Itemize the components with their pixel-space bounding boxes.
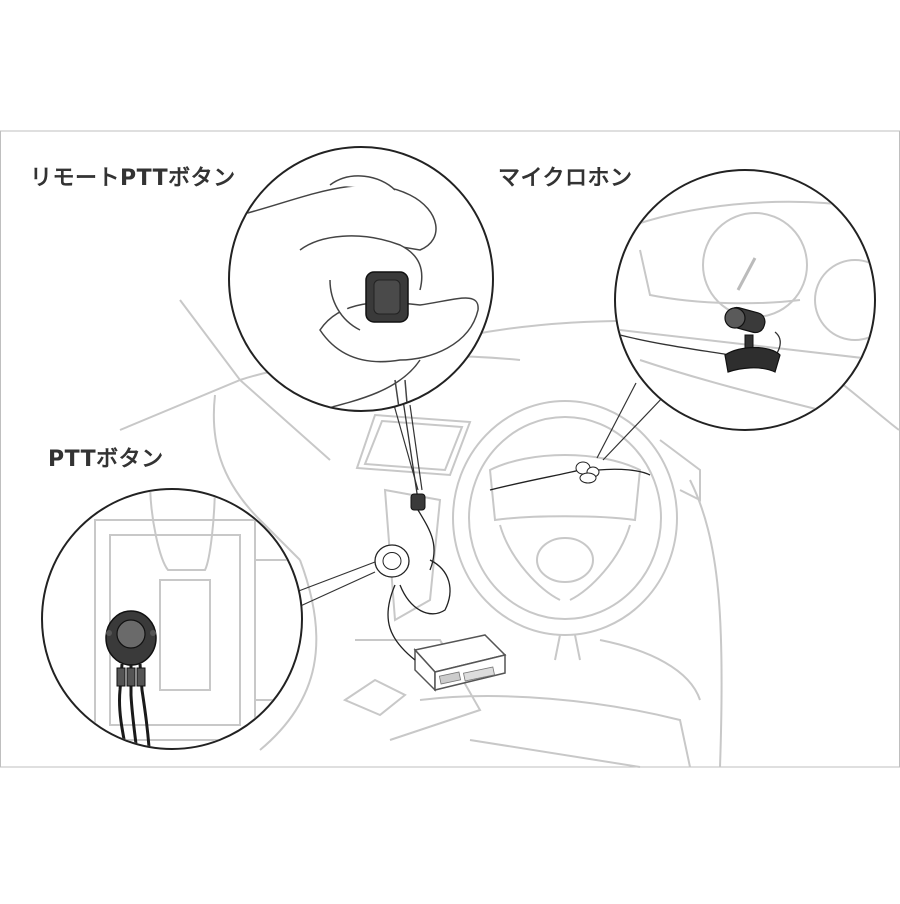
label-remote-ptt-button: リモートPTTボタン xyxy=(30,160,236,192)
label-ptt-button: PTTボタン xyxy=(48,441,164,473)
label-microphone: マイクロホン xyxy=(498,160,633,192)
remote-ptt-device xyxy=(411,494,425,510)
